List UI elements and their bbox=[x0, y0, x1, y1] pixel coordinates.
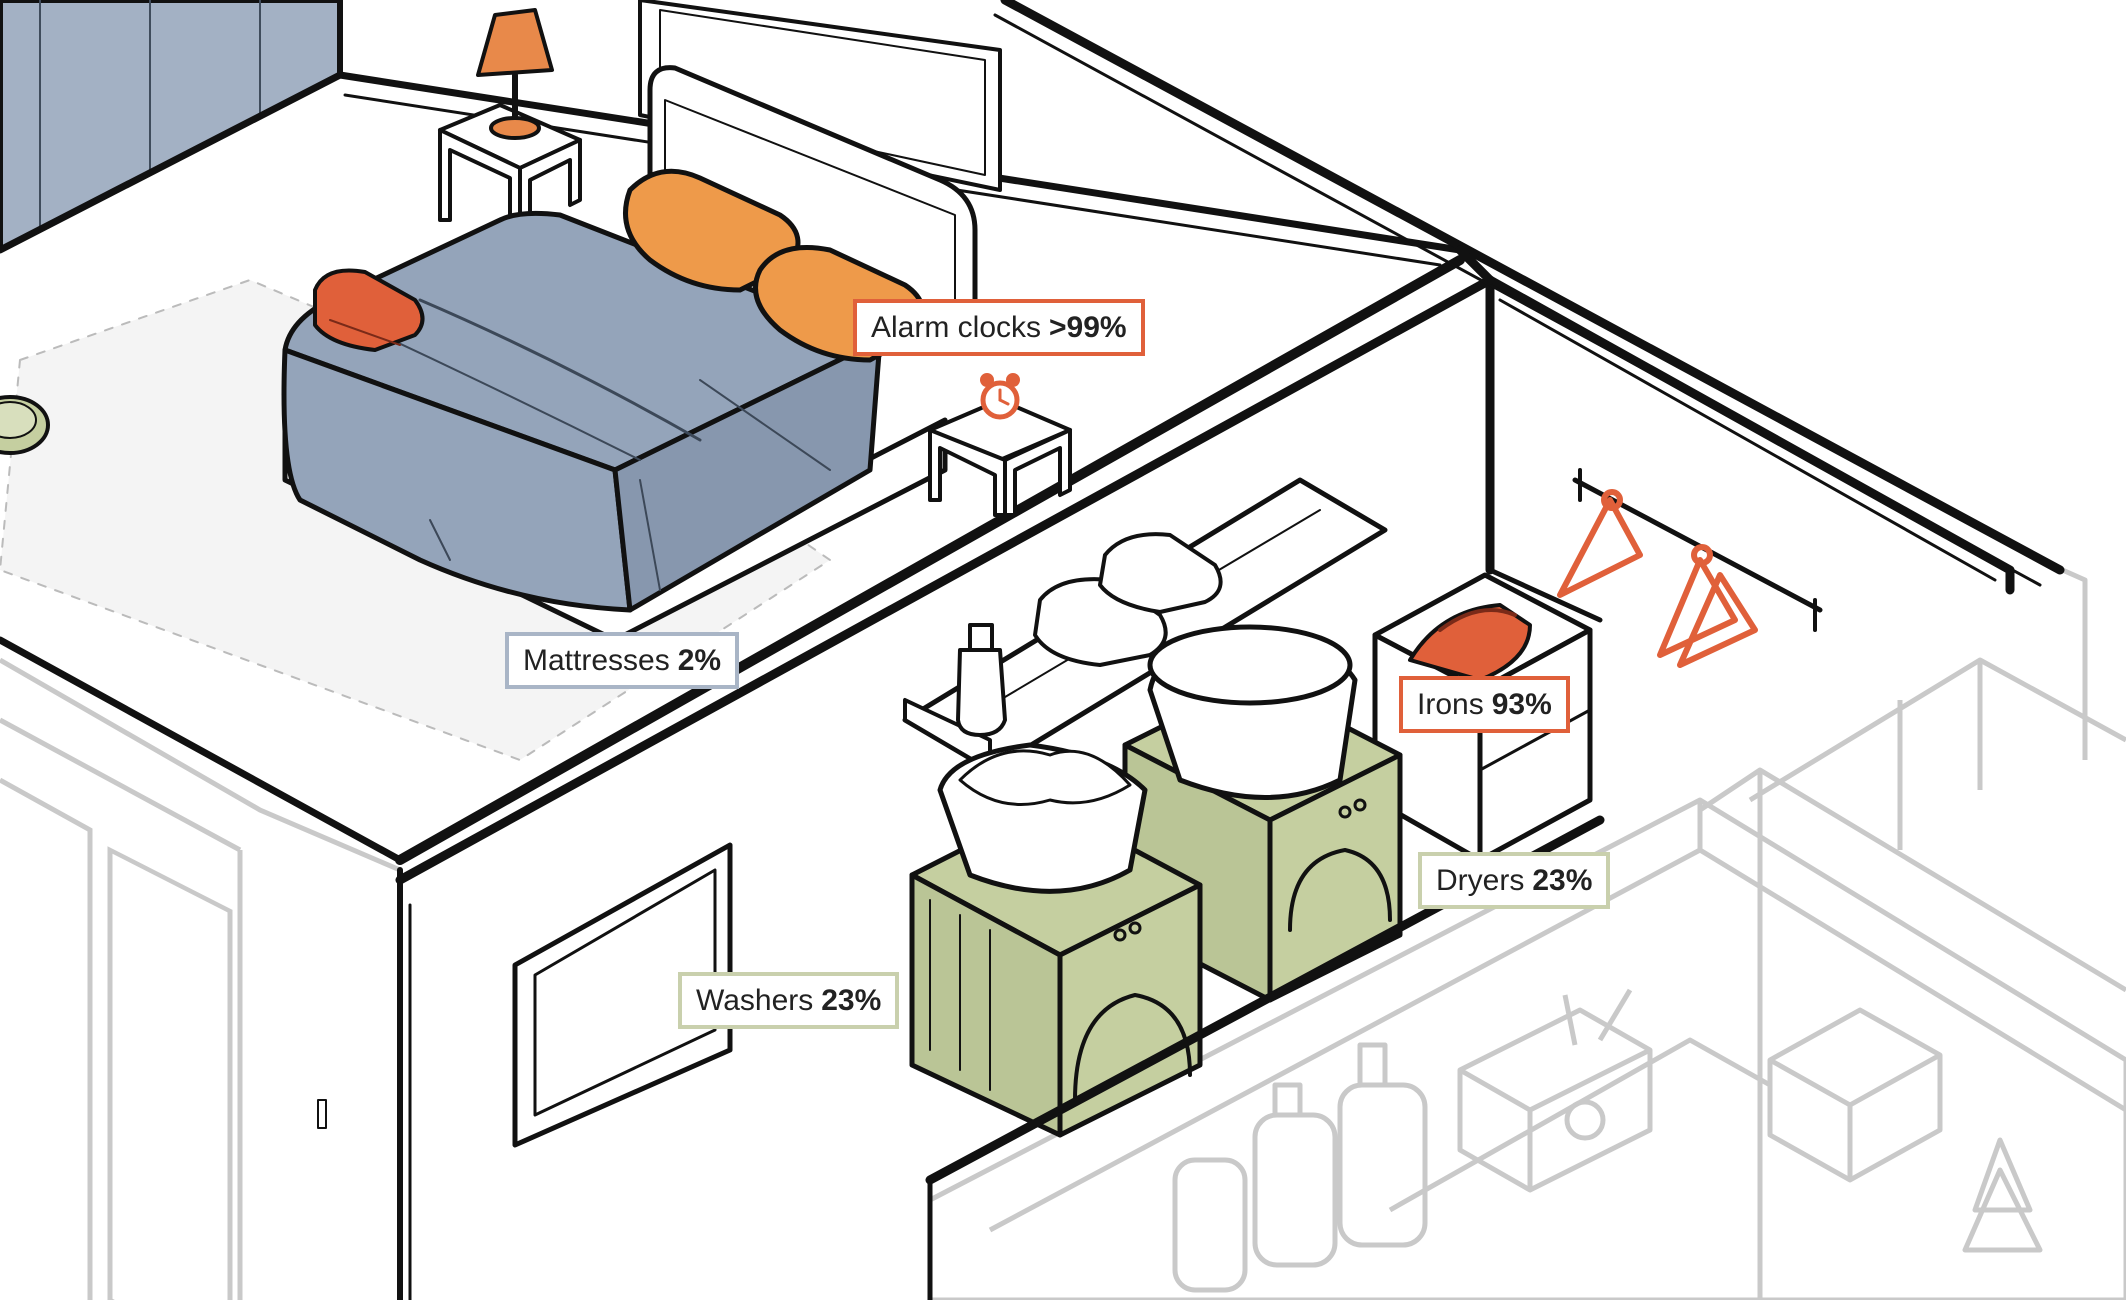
label-value: 23% bbox=[1532, 864, 1593, 897]
label-value: 23% bbox=[821, 984, 882, 1017]
nightstand-right bbox=[928, 398, 1072, 517]
laundry-basket-icon bbox=[1147, 624, 1358, 800]
laundry-room bbox=[317, 0, 2065, 1300]
decoration-box-icon bbox=[1767, 1007, 1943, 1183]
label-name: Washers bbox=[696, 984, 814, 1017]
label-name: Irons bbox=[1417, 688, 1484, 721]
lamp-icon bbox=[476, 8, 554, 140]
robot-vacuum-icon bbox=[0, 395, 50, 455]
label-name: Dryers bbox=[1436, 864, 1525, 897]
label-name: Mattresses bbox=[523, 644, 670, 677]
label-value: >99% bbox=[1049, 311, 1127, 344]
bed-icon bbox=[281, 168, 948, 643]
folded-towels-icon bbox=[1033, 532, 1223, 667]
hanger-icon bbox=[1557, 489, 1758, 668]
washer-icon bbox=[909, 802, 1203, 1138]
faded-lower-left-room bbox=[0, 657, 401, 1300]
label-value: 2% bbox=[677, 644, 722, 677]
label-name: Alarm clocks bbox=[871, 311, 1042, 344]
suitcase-icon bbox=[1172, 1042, 1428, 1293]
iron-icon bbox=[1408, 603, 1532, 682]
christmas-tree-icon bbox=[1962, 1137, 2043, 1253]
label-value: 93% bbox=[1491, 688, 1552, 721]
alarm-clock-icon bbox=[980, 373, 1020, 420]
label-alarm-clocks: Alarm clocks>99% bbox=[853, 299, 1145, 356]
storage-box-icon bbox=[1457, 1007, 1653, 1193]
clothes-basket-icon bbox=[937, 742, 1148, 894]
detergent-bottle-icon bbox=[956, 623, 1007, 737]
faded-storage-room bbox=[927, 557, 2126, 1300]
